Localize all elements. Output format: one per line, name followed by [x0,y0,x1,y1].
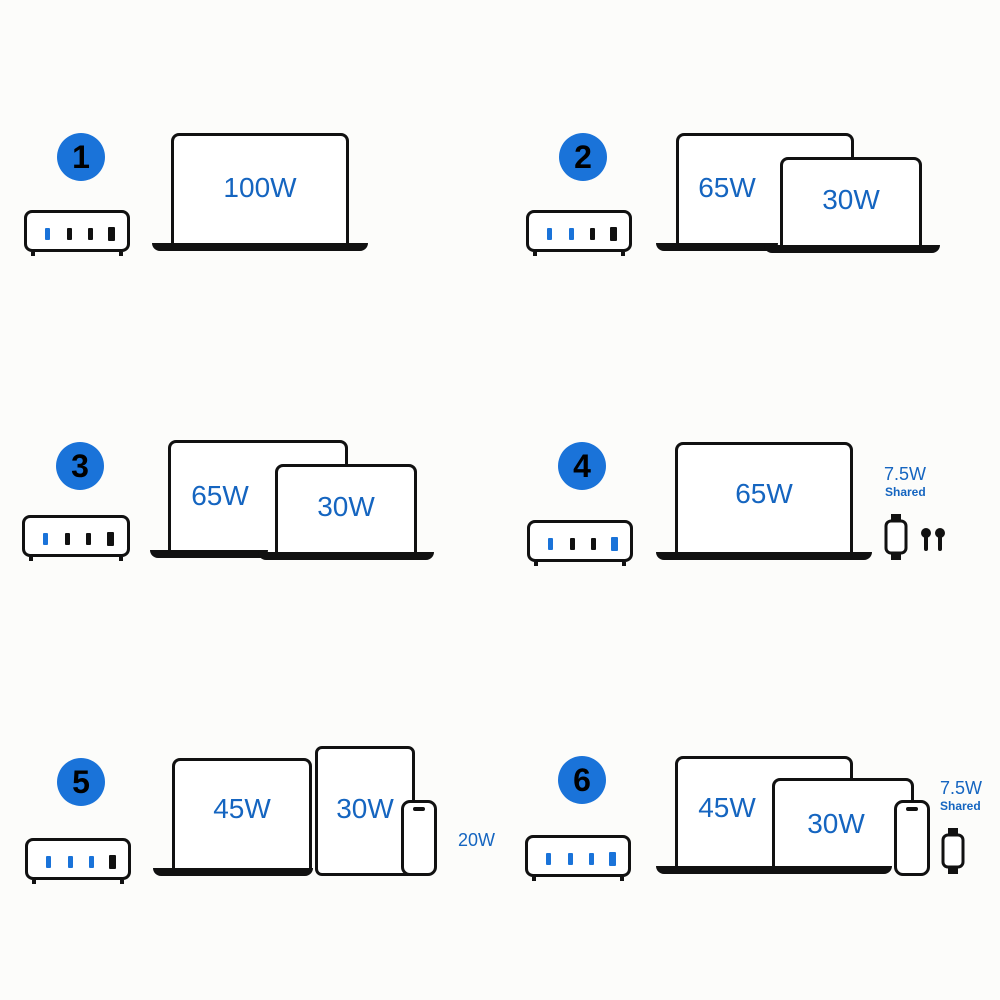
laptop-base [150,550,268,558]
accessory-shared-label: Shared [885,485,926,499]
laptop-wattage: 65W [698,172,756,203]
laptop-icon [172,758,312,870]
usb-charger-icon [24,210,130,256]
laptop-wattage-second: 30W [807,808,865,839]
accessory-wattage: 7.5W [940,778,983,798]
laptop-base [152,243,368,251]
laptop-base [258,552,434,560]
phone-icon [401,800,437,876]
tablet-wattage: 30W [336,793,394,824]
step-badge-1: 1 [57,133,105,181]
laptop-base [656,866,774,874]
usb-charger-icon [526,210,632,256]
step-badge-6: 6 [558,756,606,804]
laptop-wattage-second: 30W [822,184,880,215]
smartwatch-icon [941,826,965,876]
laptop-wattage: 65W [191,480,249,511]
laptop-icon-second [780,157,922,247]
phone-wattage: 20W [458,830,496,850]
step-badge-2: 2 [559,133,607,181]
laptop-icon-second [772,778,914,868]
laptop-icon [171,133,349,245]
laptop-icon [675,442,853,554]
usb-charger-icon [25,838,131,884]
laptop-wattage: 65W [735,478,793,509]
laptop-base [764,245,940,253]
earbuds-icon [920,526,946,554]
laptop-base [656,552,872,560]
usb-charger-icon [527,520,633,566]
accessory-shared-label: Shared [940,799,981,813]
usb-charger-icon [22,515,130,561]
phone-icon [894,800,930,876]
laptop-wattage: 45W [213,793,271,824]
laptop-icon-second [275,464,417,554]
accessory-wattage: 7.5W [884,464,927,484]
laptop-wattage-second: 30W [317,491,375,522]
laptop-wattage: 45W [698,792,756,823]
laptop-base [656,243,778,251]
smartwatch-icon [884,512,908,562]
step-badge-5: 5 [57,758,105,806]
laptop-base [153,868,313,876]
laptop-base [756,866,892,874]
usb-charger-icon [525,835,631,881]
step-badge-4: 4 [558,442,606,490]
laptop-wattage: 100W [223,172,297,203]
step-badge-3: 3 [56,442,104,490]
